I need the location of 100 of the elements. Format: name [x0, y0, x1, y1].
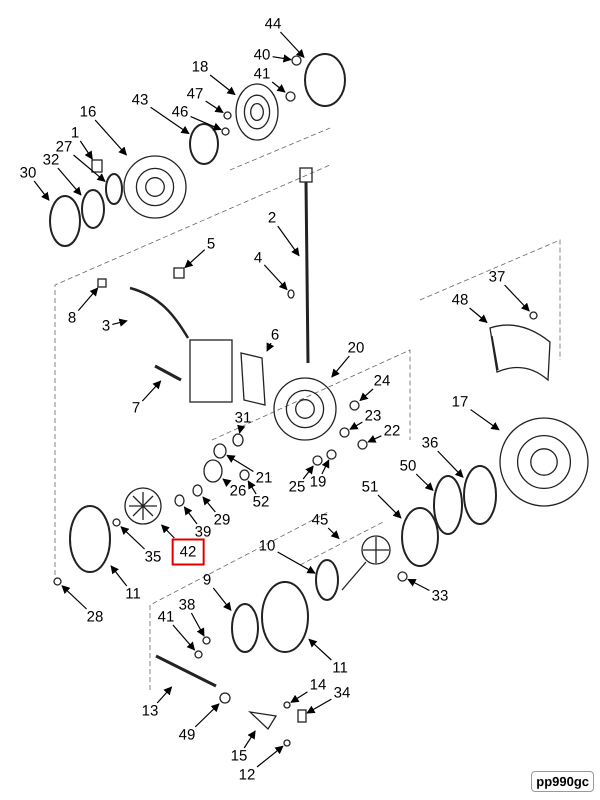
o-ring [304, 53, 346, 107]
leader-line [150, 106, 190, 134]
callout-number: 22 [382, 424, 402, 438]
figure-code: pp990gc [531, 770, 594, 792]
callout-number: 43 [130, 92, 150, 108]
leader-line [302, 465, 314, 480]
leader-line [328, 528, 340, 540]
leader-line [190, 116, 222, 130]
callout-number: 31 [234, 410, 252, 426]
leader-line [120, 526, 145, 550]
callout-number: 5 [206, 236, 216, 252]
bearing-housing [273, 377, 337, 441]
callout-number: 49 [178, 728, 196, 742]
callout-number: 21 [254, 470, 274, 486]
compressor-wheel [124, 487, 162, 525]
bushing [219, 692, 231, 704]
compressor-housing [123, 155, 187, 219]
nut [202, 636, 211, 645]
leader-line [321, 459, 330, 474]
leader-line [272, 54, 292, 63]
sensor-drawing [299, 167, 313, 364]
callout-number: 45 [310, 512, 330, 528]
turbine-housing [499, 417, 589, 507]
leader-line [331, 356, 350, 378]
callout-number: 24 [372, 374, 392, 388]
leader-line [266, 342, 274, 352]
leader-line [80, 140, 93, 160]
callout-number: 8 [66, 310, 78, 326]
callout-number: 32 [42, 152, 60, 168]
callout-number: 20 [346, 340, 366, 356]
leader-line [306, 698, 332, 714]
leader-line [112, 318, 128, 327]
callout-number: 39 [194, 524, 212, 540]
leader-line [73, 154, 106, 182]
callout-number: 25 [288, 480, 306, 494]
leader-line [290, 691, 308, 703]
leader-line [205, 100, 224, 114]
callout-number: 11 [124, 586, 142, 602]
callout-number: 48 [450, 292, 470, 308]
nut [53, 577, 62, 586]
callout-number: 2 [266, 210, 278, 226]
callout-number: 26 [228, 484, 248, 498]
seal-ring [105, 173, 123, 205]
callout-number: 30 [18, 166, 38, 180]
callout-number: 18 [190, 60, 210, 74]
leader-line [110, 565, 128, 586]
gasket [240, 352, 266, 406]
callout-number: 7 [130, 400, 142, 416]
leader-line [256, 746, 284, 768]
bearing-disc [235, 83, 279, 141]
leader-line [34, 180, 50, 201]
pin [154, 364, 182, 382]
pin [283, 739, 291, 747]
leader-line [194, 703, 220, 728]
callout-number: 13 [140, 704, 160, 718]
callout-number: 52 [252, 494, 270, 510]
o-ring [189, 123, 219, 165]
leader-line [210, 74, 236, 96]
leader-line [212, 588, 232, 611]
clip [297, 709, 307, 723]
o-ring [315, 559, 339, 601]
lever-drawing [248, 711, 278, 730]
callout-number: 38 [178, 598, 196, 612]
leader-line [416, 474, 434, 491]
nut [357, 439, 368, 450]
leader-line [504, 284, 530, 312]
leader-line [359, 388, 374, 402]
o-ring [463, 465, 497, 525]
bolt [221, 127, 230, 136]
callout-number: 51 [360, 480, 380, 494]
callout-number: 40 [252, 48, 272, 62]
callout-number: 17 [450, 394, 470, 410]
callout-number: 34 [332, 686, 352, 700]
callout-number: 37 [488, 270, 506, 284]
callout-number: 50 [398, 458, 418, 474]
washer [213, 443, 227, 459]
callout-number: 1 [70, 126, 80, 140]
plug [97, 278, 107, 288]
seal-ring [81, 189, 105, 229]
leader-line [308, 638, 332, 660]
callout-number: 46 [170, 104, 190, 120]
fitting [312, 455, 323, 466]
nut [339, 427, 350, 438]
ring-part [401, 507, 439, 567]
callout-number: 14 [308, 678, 328, 692]
leader-line [272, 82, 286, 93]
callout-number: 19 [308, 474, 328, 490]
leader-line [172, 624, 196, 651]
washer [239, 469, 250, 481]
nut [291, 55, 302, 66]
callout-number: 16 [78, 104, 98, 120]
leader-line [156, 686, 172, 704]
leader-line [94, 120, 127, 156]
nut [112, 518, 121, 527]
nut [174, 494, 185, 507]
leader-line [264, 264, 288, 290]
callout-number: 10 [258, 538, 276, 554]
callout-number: 15 [230, 748, 248, 764]
callout-number: 23 [364, 408, 382, 424]
washer [203, 459, 223, 483]
